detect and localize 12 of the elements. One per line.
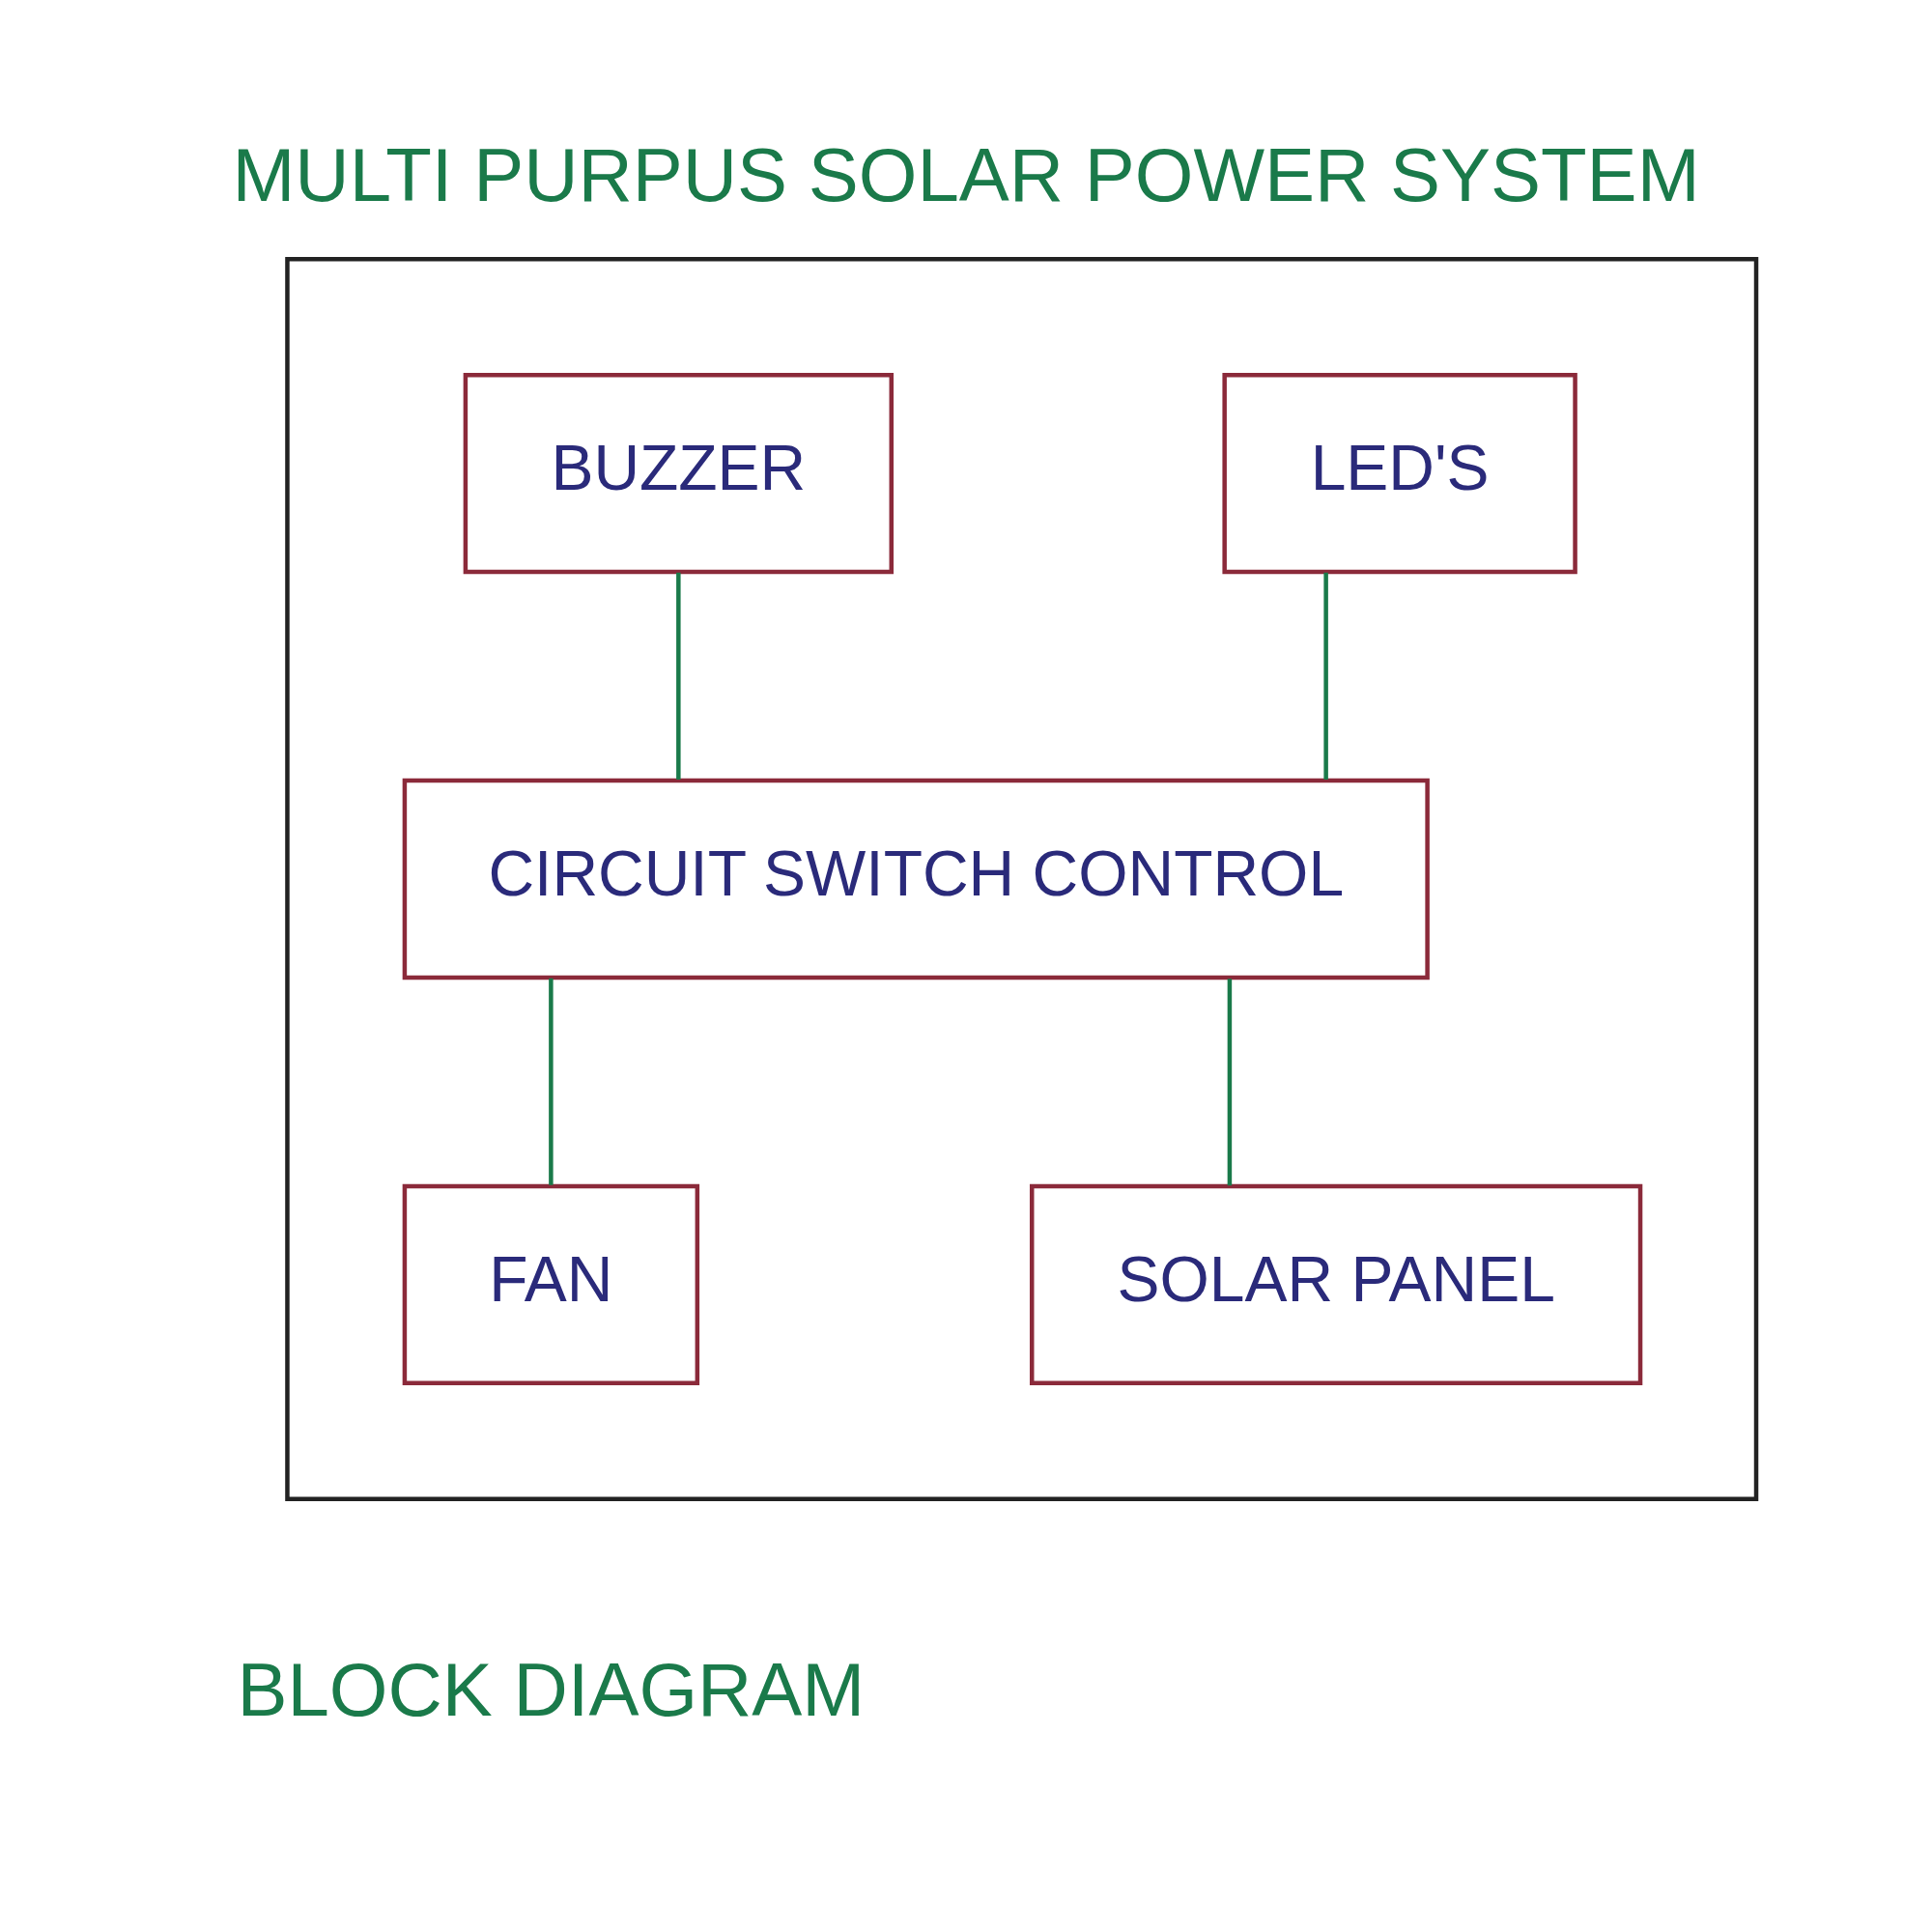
node-box: SOLAR PANEL: [1030, 1183, 1643, 1386]
diagram-title: MULTI PURPUS SOLAR POWER SYSTEM: [232, 131, 1700, 217]
caption: BLOCK DIAGRAM: [237, 1647, 866, 1733]
connector: [549, 978, 554, 1185]
node-box: LED'S: [1222, 372, 1577, 575]
node-box: CIRCUIT SWITCH CONTROL: [402, 778, 1430, 980]
connector: [1227, 979, 1233, 1186]
node-box: FAN: [402, 1183, 700, 1386]
connector: [676, 572, 681, 780]
node-box: BUZZER: [463, 372, 894, 575]
cluster: [285, 256, 1759, 1502]
connector: [1323, 572, 1328, 780]
